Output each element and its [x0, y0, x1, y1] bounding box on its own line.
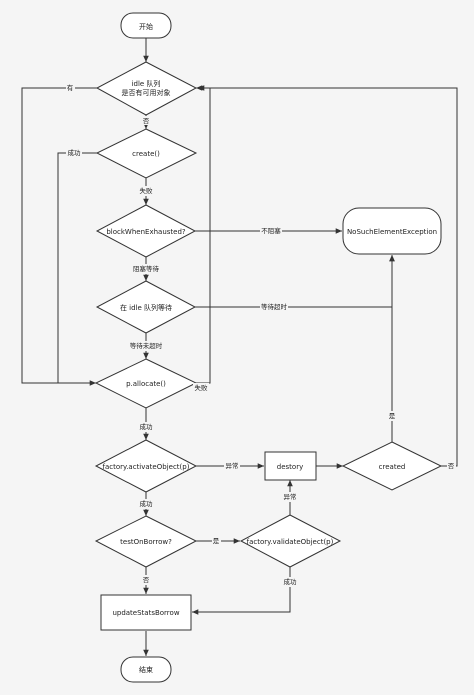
- node-allocate: p.allocate(): [94, 358, 198, 409]
- node-no-such-element: NoSuchElementException: [342, 207, 442, 255]
- node-create: create(): [95, 128, 198, 179]
- edge-label-fail-1: 失败: [140, 186, 154, 195]
- node-idle-check-line1: idle 队列: [132, 79, 161, 88]
- edge-label-exception-1: 异常: [226, 461, 239, 470]
- edge-label-success-4: 成功: [284, 577, 298, 586]
- edge-label-yes-2: 是: [213, 537, 220, 545]
- node-validate-label: factory.validateObject(p): [247, 538, 334, 546]
- edge-label-success-3: 成功: [140, 499, 154, 508]
- edge-created-no-to-idle: [198, 85, 458, 467]
- node-test-label: testOnBorrow?: [120, 538, 172, 546]
- node-block-label: blockWhenExhausted?: [106, 228, 186, 236]
- edge-label-no-1: 否: [143, 117, 150, 125]
- edge-allocate-fail-to-idle: [196, 85, 211, 384]
- node-end: 结束: [120, 656, 172, 683]
- node-idle-check: idle 队列 是否有可用对象: [95, 61, 198, 116]
- node-test-on-borrow: testOnBorrow?: [94, 515, 198, 568]
- edge-label-not-block: 不阻塞: [261, 226, 281, 235]
- edge-label-no-3: 否: [143, 576, 150, 584]
- edge-label-yes-1: 是: [389, 412, 396, 420]
- node-destory-label: destory: [277, 463, 303, 471]
- edge-label-block-wait: 阻塞等待: [133, 264, 160, 273]
- edge-label-fail-2: 失败: [195, 383, 209, 392]
- node-activate-label: factory.activateObject(p): [103, 463, 190, 471]
- node-start-label: 开始: [139, 22, 153, 31]
- node-destory: destory: [264, 451, 317, 481]
- node-validate: factory.validateObject(p): [239, 514, 342, 568]
- edge-idle-has-to-allocate: [21, 87, 97, 386]
- node-update-label: updateStatsBorrow: [112, 609, 179, 617]
- node-created-label: created: [379, 463, 406, 471]
- edge-wait-timeout-to-exception: [195, 255, 395, 308]
- node-create-label: create(): [132, 150, 160, 158]
- node-start: 开始: [120, 12, 172, 39]
- edge-label-wait-not-timeout: 等待未超时: [130, 341, 163, 350]
- edge-label-wait-timeout: 等待超时: [261, 302, 288, 311]
- node-end-label: 结束: [139, 665, 153, 674]
- node-update-stats: updateStatsBorrow: [100, 594, 192, 631]
- edge-label-success-1: 成功: [68, 148, 82, 157]
- edge-label-exception-2: 异常: [284, 492, 297, 501]
- edge-validate-success-to-update: [192, 567, 291, 615]
- node-created: created: [341, 441, 443, 491]
- edge-label-success-2: 成功: [140, 422, 154, 431]
- node-allocate-label: p.allocate(): [126, 380, 166, 388]
- edge-label-has: 有: [67, 83, 74, 92]
- node-block-when-exhausted: blockWhenExhausted?: [95, 204, 197, 258]
- edge-label-no-2: 否: [448, 462, 455, 470]
- node-activate: factory.activateObject(p): [94, 439, 198, 493]
- node-exception-label: NoSuchElementException: [347, 228, 437, 236]
- node-wait-label: 在 idle 队列等待: [120, 303, 172, 312]
- node-idle-check-line2: 是否有可用对象: [122, 88, 171, 97]
- edge-create-success-to-allocate: [57, 152, 97, 383]
- node-wait-in-idle: 在 idle 队列等待: [95, 280, 197, 334]
